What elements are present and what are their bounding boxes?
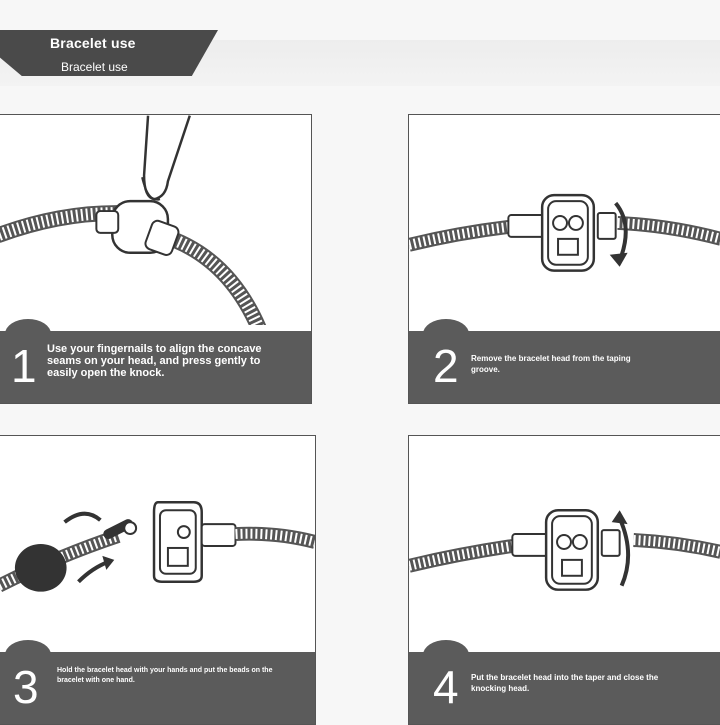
step-2-number: 2 <box>433 340 459 392</box>
step-panel-2: 2 Remove the bracelet head from the tapi… <box>408 114 720 404</box>
step-4-number: 4 <box>433 661 459 713</box>
rotate-arrow-icon <box>63 511 102 524</box>
page-title: Bracelet use <box>50 35 136 51</box>
step-4-caption: 4 Put the bracelet head into the taper a… <box>409 640 720 724</box>
step-3-illustration <box>0 501 315 592</box>
rotate-arrow-icon <box>617 517 631 587</box>
step-panel-3: 3 Hold the bracelet head with your hands… <box>0 435 316 725</box>
clasp-head <box>544 508 600 591</box>
step-1-text: Use your fingernails to align the concav… <box>47 343 262 379</box>
clasp-head <box>540 193 596 272</box>
step-2-caption: 2 Remove the bracelet head from the tapi… <box>409 319 720 403</box>
step-1-number: 1 <box>11 340 37 392</box>
page-subtitle: Bracelet use <box>61 60 128 74</box>
rotate-arrow-icon <box>614 201 628 262</box>
step-panel-1: 1 Use your fingernails to align the conc… <box>0 114 312 404</box>
clasp-head <box>152 501 203 583</box>
step-4-illustration <box>409 508 720 591</box>
step-3-caption: 3 Hold the bracelet head with your hands… <box>0 640 315 724</box>
finger-illustration <box>142 115 191 201</box>
step-2-text: Remove the bracelet head from the taping… <box>471 354 631 374</box>
step-1-illustration <box>0 115 267 325</box>
step-3-number: 3 <box>13 661 39 713</box>
step-2-illustration <box>409 193 720 272</box>
step-3-text: Hold the bracelet head with your hands a… <box>57 667 273 684</box>
step-panel-4: 4 Put the bracelet head into the taper a… <box>408 435 720 725</box>
bracelet-cord-right <box>157 227 267 325</box>
step-1-caption: 1 Use your fingernails to align the conc… <box>0 319 311 403</box>
header-tab <box>0 30 218 76</box>
bead <box>14 543 67 592</box>
step-4-text: Put the bracelet head into the taper and… <box>471 673 659 693</box>
